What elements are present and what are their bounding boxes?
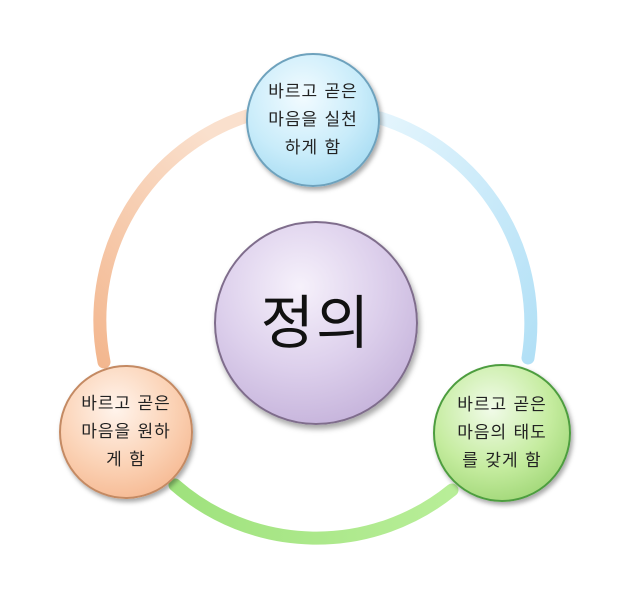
node-left-line-2: 마음을 원하 (81, 422, 171, 442)
center-concept-circle: 정의 (214, 221, 418, 425)
node-top-circle: 바르고 곧은 마음을 실천 하게 함 (246, 53, 380, 187)
node-right-line-2: 마음의 태도 (457, 423, 547, 443)
center-concept-label: 정의 (260, 289, 372, 357)
arc-left (93, 108, 257, 369)
node-right-line-3: 를 갖게 함 (462, 451, 542, 471)
node-top-line-3: 하게 함 (284, 138, 342, 158)
node-right-line-1: 바르고 곧은 (457, 395, 547, 415)
node-left-circle: 바르고 곧은 마음을 원하 게 함 (59, 365, 193, 499)
node-left-line-1: 바르고 곧은 (81, 394, 171, 414)
node-top-text: 바르고 곧은 마음을 실천 하게 함 (268, 78, 358, 162)
node-right-text: 바르고 곧은 마음의 태도 를 갖게 함 (457, 391, 547, 475)
node-right-circle: 바르고 곧은 마음의 태도 를 갖게 함 (433, 364, 571, 502)
arc-bottom (168, 478, 459, 545)
node-left-line-3: 게 함 (106, 450, 146, 470)
node-top-line-1: 바르고 곧은 (268, 82, 358, 102)
node-left-text: 바르고 곧은 마음을 원하 게 함 (81, 390, 171, 474)
arc-top-right (373, 111, 538, 365)
node-top-line-2: 마음을 실천 (268, 110, 358, 130)
